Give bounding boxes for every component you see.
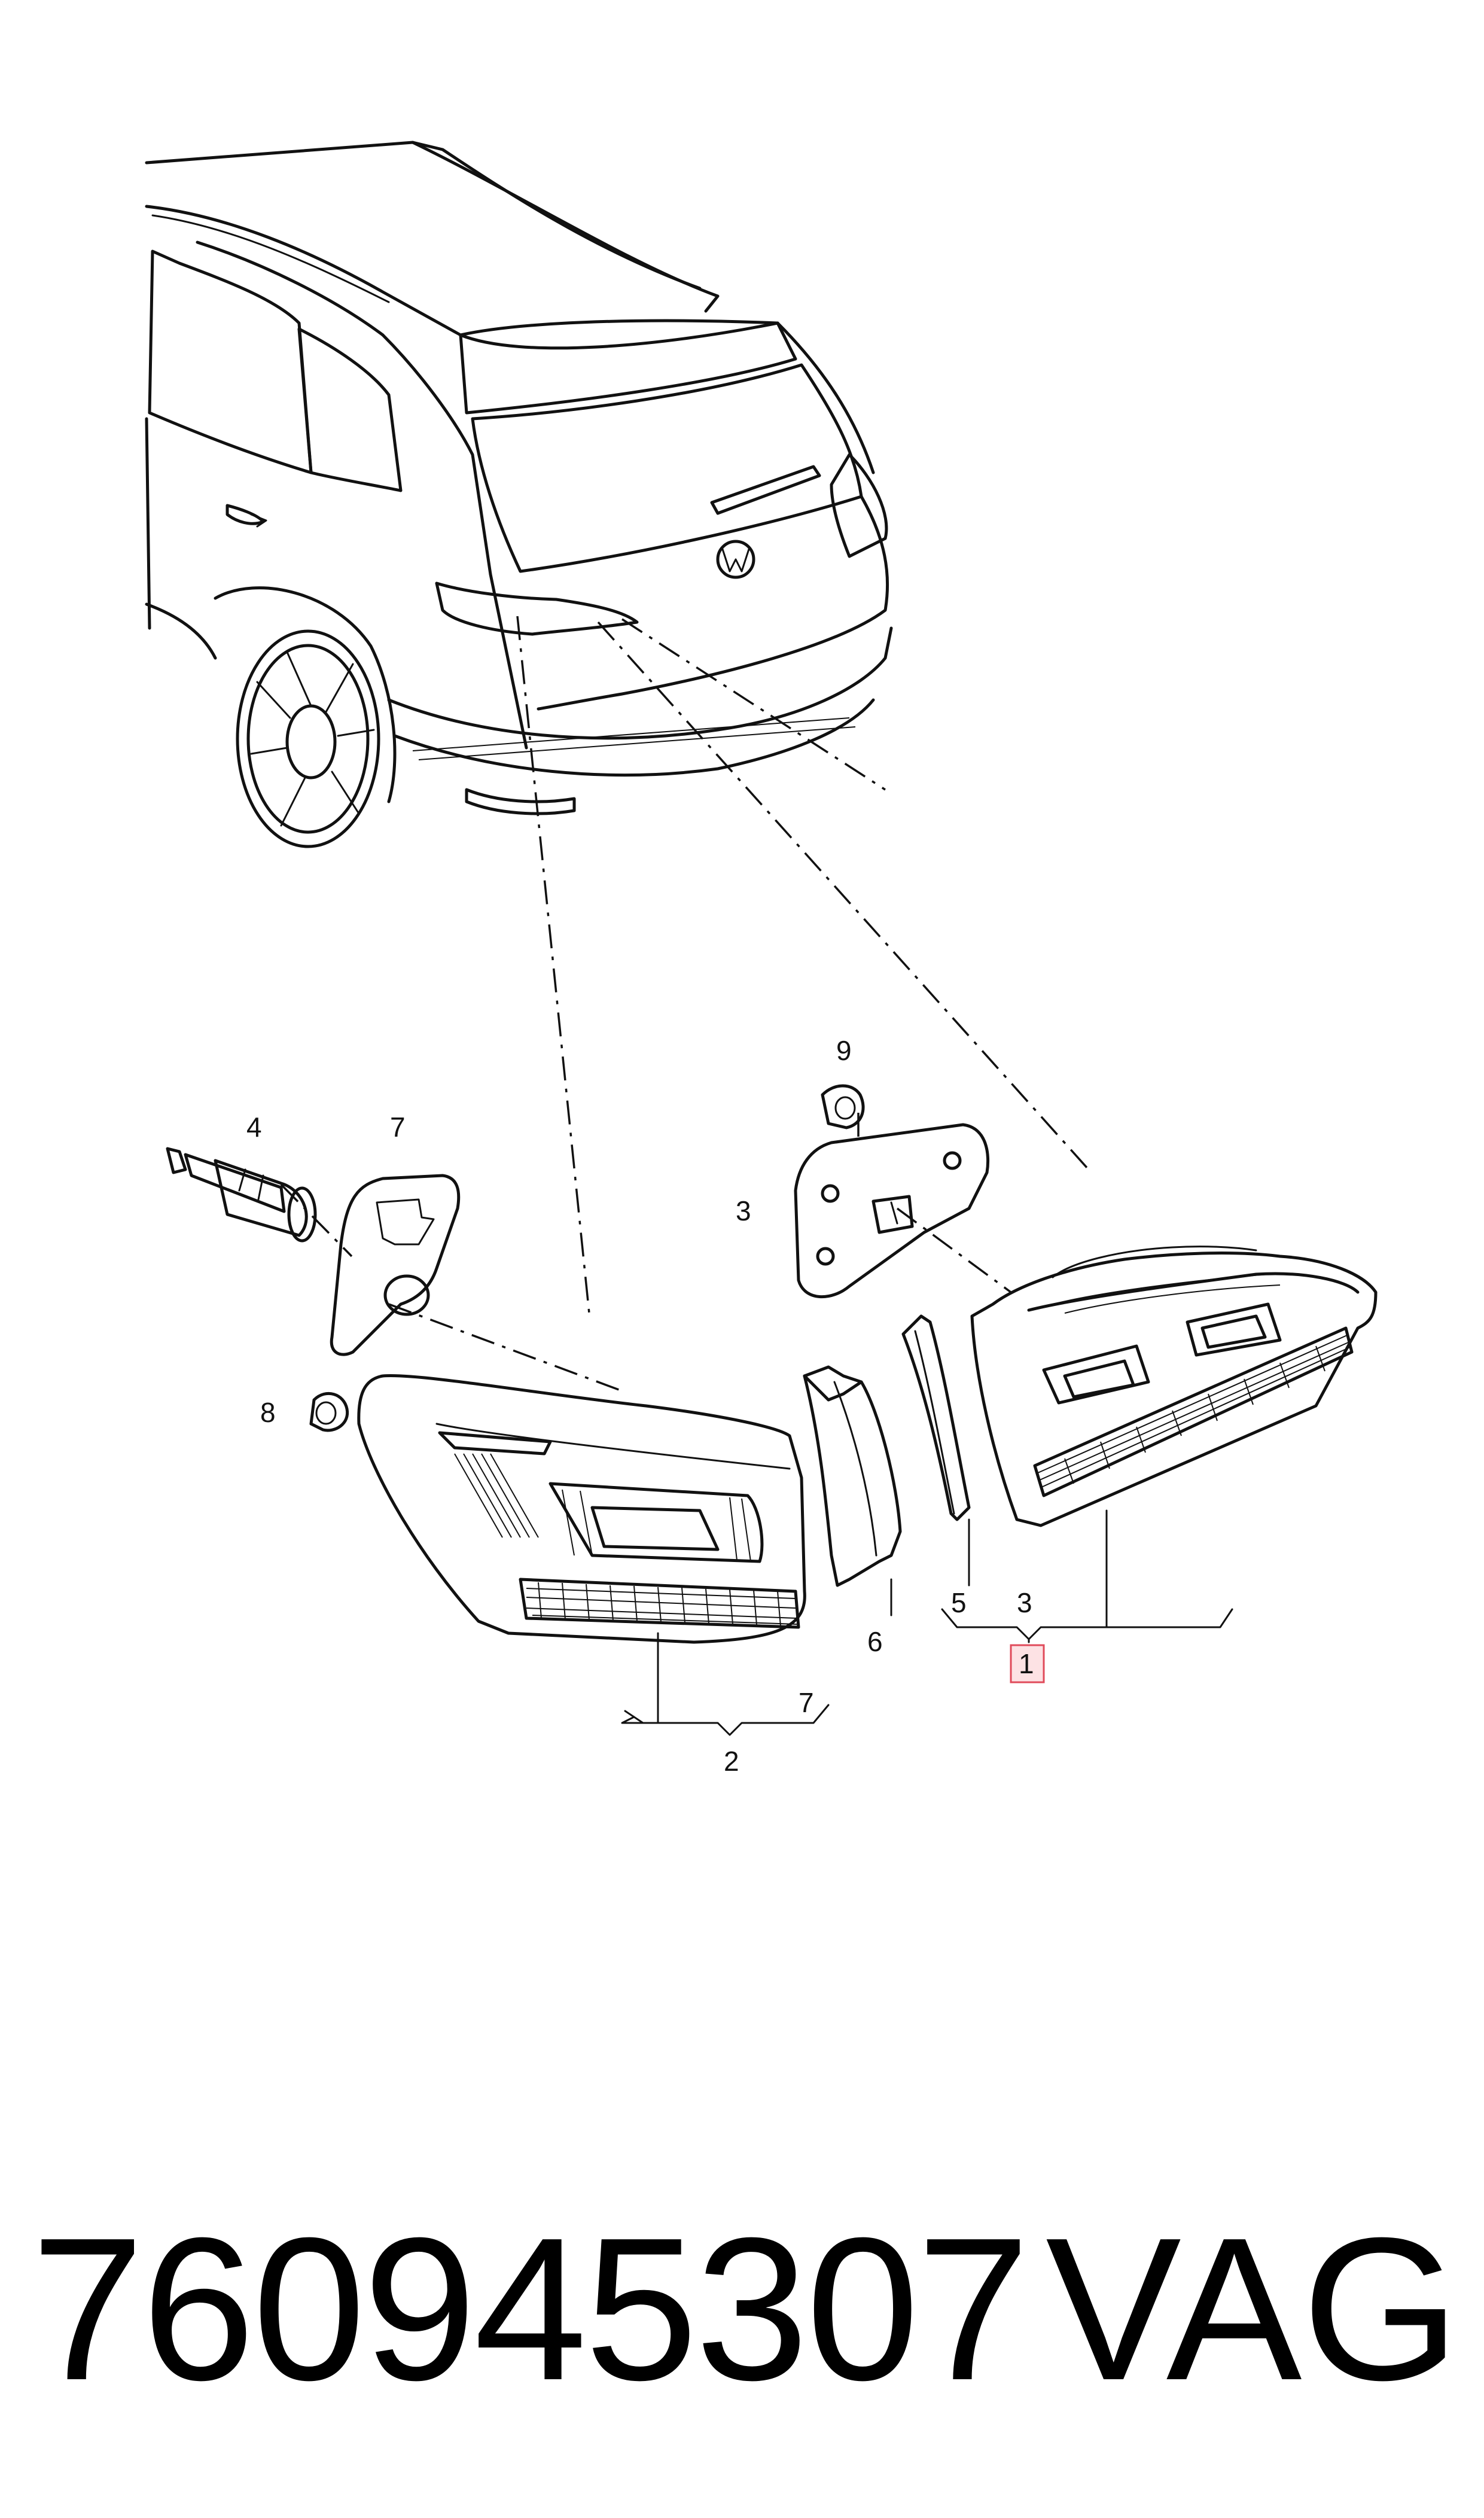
footer: 760945307 VAG [0, 2202, 1484, 2417]
callout-1: 1 [1019, 1648, 1034, 1679]
callout-6: 6 [867, 1626, 883, 1657]
trim-strip-part-6 [803, 1365, 902, 1587]
callout-9: 9 [836, 1035, 852, 1066]
callout-8: 8 [260, 1397, 276, 1428]
clip-part-9 [821, 1084, 865, 1129]
brand-name: VAG [1046, 2196, 1460, 2423]
vehicle-illustration [145, 141, 893, 848]
callout-5: 5 [951, 1587, 967, 1618]
callout-7-top: 7 [390, 1112, 406, 1143]
seal-strip-part-5 [901, 1314, 971, 1521]
callout-labels: 9 4 7 3 8 5 3 6 7 2 1 [246, 1035, 1045, 1777]
callout-2: 2 [724, 1746, 739, 1777]
clip-part-8 [309, 1392, 349, 1432]
callout-3-right: 3 [1017, 1587, 1032, 1618]
inner-tail-light-part [970, 1246, 1378, 1527]
leader-lines [280, 616, 1090, 1392]
carrier-plate-part [794, 1123, 990, 1299]
callout-1-highlight [1010, 1644, 1045, 1683]
group-bracket-1 [941, 1509, 1233, 1643]
callout-3-left: 3 [736, 1195, 751, 1226]
part-number: 760945307 [31, 2196, 1030, 2423]
outer-tail-light-part [357, 1374, 806, 1644]
gasket-part [330, 1174, 461, 1356]
callout-4: 4 [246, 1112, 262, 1143]
group-bracket-2 [621, 1518, 970, 1736]
bulb-socket-part [166, 1147, 317, 1243]
callout-7-bottom: 7 [799, 1687, 814, 1718]
